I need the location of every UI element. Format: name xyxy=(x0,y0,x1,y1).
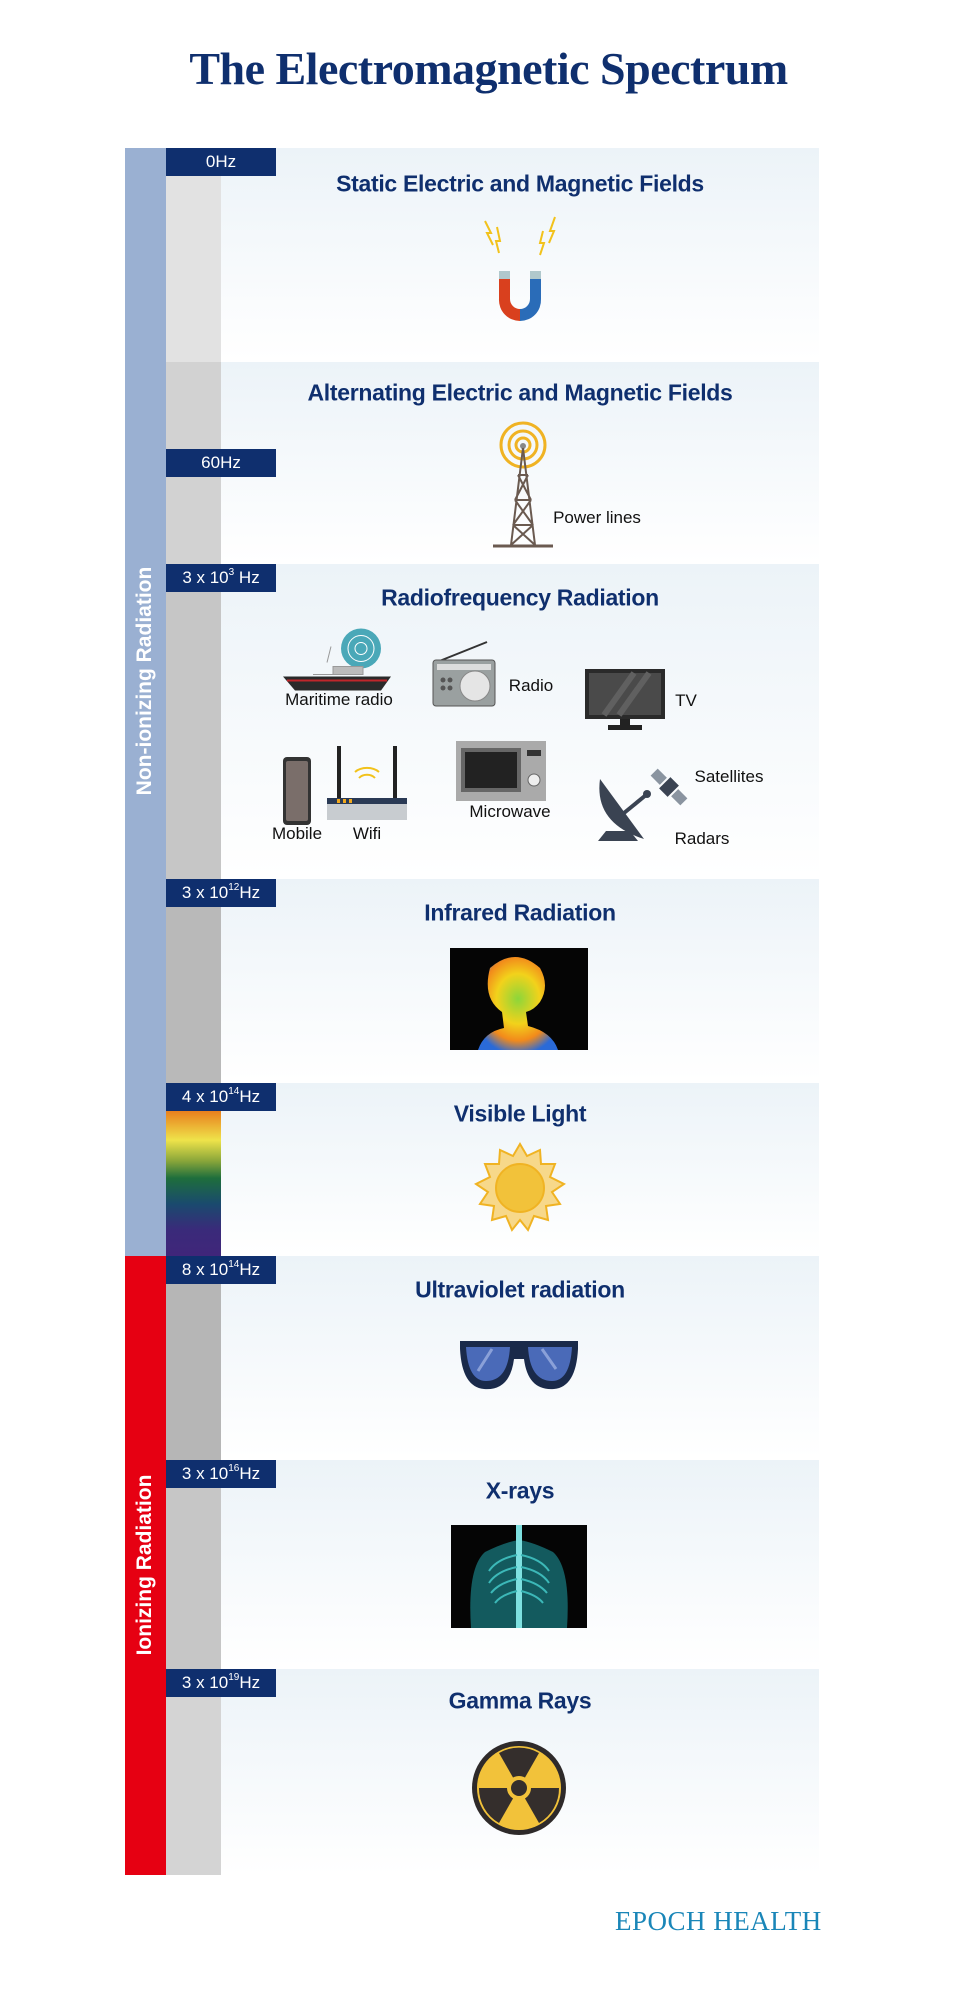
badge-unit: Hz xyxy=(239,1260,261,1279)
xray-image-icon xyxy=(451,1525,587,1628)
item-label: Radars xyxy=(674,829,730,848)
badge-text: 3 x 10 xyxy=(181,883,229,902)
spectrum-column-segment xyxy=(166,1460,221,1669)
thermal-image-icon xyxy=(450,948,588,1050)
item-label: Mobile xyxy=(271,824,323,843)
item-label: Power lines xyxy=(553,508,641,527)
badge-exponent: 14 xyxy=(228,1259,240,1270)
item-label: Radio xyxy=(508,676,554,695)
section-title: Visible Light xyxy=(453,1100,587,1127)
section-title: Alternating Electric and Magnetic Fields xyxy=(307,379,733,406)
item-label: TV xyxy=(675,691,697,710)
badge-text: 3 x 10 xyxy=(182,568,229,587)
badge-unit: Hz xyxy=(234,568,260,587)
badge-exponent: 3 xyxy=(228,567,235,578)
item-label: Satellites xyxy=(694,767,764,786)
badge-unit: Hz xyxy=(239,883,261,902)
spectrum-column-segment xyxy=(166,879,221,1083)
badge-exponent: 19 xyxy=(228,1672,240,1683)
badge-unit: Hz xyxy=(239,1087,261,1106)
frequency-badge: 0Hz xyxy=(166,148,276,176)
spectrum-column-segment xyxy=(166,564,221,879)
section-title: Static Electric and Magnetic Fields xyxy=(336,170,704,197)
visible-spectrum-gradient xyxy=(166,1083,221,1256)
section-title: X-rays xyxy=(485,1477,555,1504)
radar-dish-icon xyxy=(598,779,651,841)
item-label: Microwave xyxy=(469,802,551,821)
frequency-badge: 3 x 1019Hz xyxy=(166,1669,276,1697)
section-title: Radiofrequency Radiation xyxy=(381,584,659,611)
badge-text: 3 x 10 xyxy=(181,1673,229,1692)
page-title: The Electromagnetic Spectrum xyxy=(189,43,788,94)
badge-exponent: 12 xyxy=(228,882,240,893)
badge-text: 8 x 10 xyxy=(181,1260,229,1279)
section-title: Infrared Radiation xyxy=(424,899,616,926)
tv-icon xyxy=(585,669,665,730)
radio-icon xyxy=(432,641,496,707)
non-ionizing-label: Non-ionizing Radiation xyxy=(133,566,156,796)
frequency-badge: 4 x 1014Hz xyxy=(166,1083,276,1111)
frequency-badge: 60Hz xyxy=(166,449,276,477)
non-ionizing-band xyxy=(125,148,166,1256)
section-panel-static xyxy=(221,148,819,360)
magnet-icon xyxy=(484,216,556,321)
radiation-hazard-icon xyxy=(472,1741,566,1835)
spectrum-column-segment xyxy=(166,148,221,362)
badge-text: 4 x 10 xyxy=(181,1087,229,1106)
item-label: Maritime radio xyxy=(285,690,393,709)
satellite-icon xyxy=(650,768,688,806)
footer-logo: EPOCH HEALTH xyxy=(615,1906,822,1936)
spectrum-column-segment xyxy=(166,1669,221,1875)
section-panel-radiofrequency xyxy=(221,564,819,877)
section-title: Ultraviolet radiation xyxy=(415,1276,625,1303)
mobile-phone-icon xyxy=(283,757,311,825)
item-label: Wifi xyxy=(352,824,382,843)
badge-text: 60Hz xyxy=(201,453,241,472)
ionizing-band xyxy=(125,1256,166,1875)
badge-exponent: 16 xyxy=(228,1463,240,1474)
frequency-badge: 3 x 103 Hz xyxy=(166,564,276,592)
power-tower-icon xyxy=(493,421,553,548)
badge-text: 0Hz xyxy=(205,152,237,171)
badge-unit: Hz xyxy=(239,1673,261,1692)
section-panel-alternating xyxy=(221,362,819,562)
frequency-badge: 3 x 1016Hz xyxy=(166,1460,276,1488)
sun-icon xyxy=(474,1142,566,1232)
badge-exponent: 14 xyxy=(228,1086,240,1097)
badge-text: 3 x 10 xyxy=(181,1464,229,1483)
badge-unit: Hz xyxy=(239,1464,261,1483)
spectrum-column-segment xyxy=(166,1256,221,1460)
ship-radar-icon xyxy=(283,628,391,691)
section-title: Gamma Rays xyxy=(448,1687,592,1714)
sunglasses-icon xyxy=(460,1341,578,1390)
ionizing-label: Ionizing Radiation xyxy=(133,1474,156,1656)
frequency-badge: 8 x 1014Hz xyxy=(166,1256,276,1284)
microwave-icon xyxy=(456,741,546,801)
wifi-router-icon xyxy=(327,746,407,820)
frequency-badge: 3 x 1012Hz xyxy=(166,879,276,907)
